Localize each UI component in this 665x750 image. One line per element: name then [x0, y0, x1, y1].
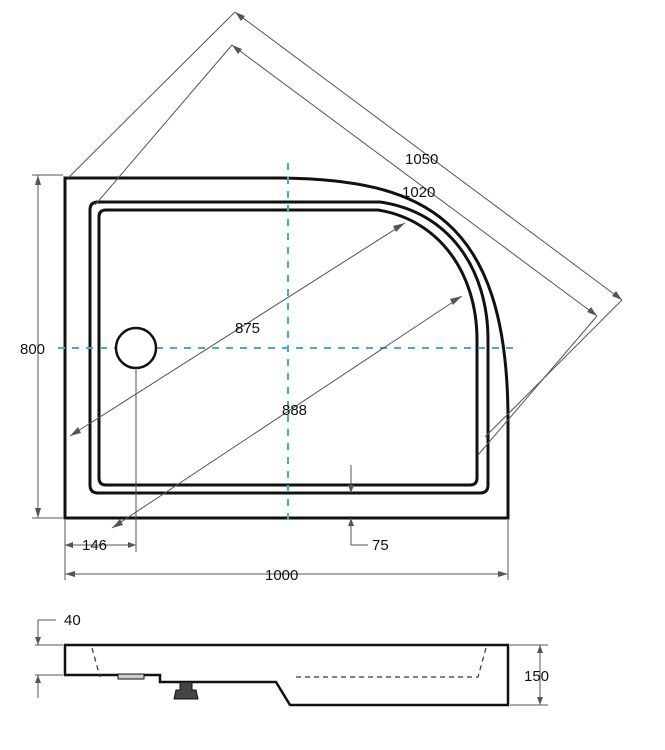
rim-width-arrowhead-bottom [348, 518, 354, 526]
label-40: 40 [64, 612, 81, 629]
diag-1020-dim-line [231, 44, 598, 317]
label-146: 146 [82, 537, 107, 554]
tray-rim-outline [88, 200, 490, 495]
rim-height-arrow-bottom [35, 675, 41, 683]
depth-arrow-top [35, 175, 41, 185]
plan-view: 1050 1020 875 888 800 146 75 1000 [20, 11, 623, 584]
diag-1050-arrow-a [235, 12, 245, 21]
height-arrow-top [537, 645, 543, 653]
radius-888-arrow-head [112, 519, 123, 528]
diag-1020-ext-left [94, 44, 233, 206]
diag-1050-arrow-b [612, 291, 622, 300]
diag-1050-ext-left [67, 11, 236, 179]
width-arrow-left [65, 571, 75, 577]
radius-875-dim-line [69, 222, 406, 437]
side-hidden-basin [91, 647, 487, 678]
radius-875-arrow-head [70, 427, 81, 436]
label-875: 875 [235, 320, 260, 337]
drain-offset-arrow-left [65, 542, 73, 548]
diag-1050-dim-line [234, 11, 623, 301]
height-arrow-bottom [537, 697, 543, 705]
drain-trap [173, 681, 199, 700]
label-1000: 1000 [265, 567, 298, 584]
diag-1020-arrow-a [232, 45, 242, 54]
drain-circle [114, 326, 158, 370]
label-1050: 1050 [405, 151, 438, 168]
drain-body [117, 673, 145, 680]
label-1020: 1020 [402, 184, 435, 201]
drain-offset-arrow-right [128, 542, 136, 548]
radius-875-arrow-tail [393, 223, 405, 232]
diag-1020-arrow-b [587, 307, 597, 316]
label-888: 888 [282, 402, 307, 419]
depth-arrow-bottom [35, 508, 41, 518]
radius-888-arrow-tail [450, 296, 462, 305]
label-800: 800 [20, 341, 45, 358]
width-arrow-right [498, 571, 508, 577]
diag-1050-ext-right [484, 299, 623, 438]
tray-basin-outline [97, 208, 479, 487]
side-view: 40 150 [35, 612, 549, 707]
radius-888-dim-line [111, 295, 463, 529]
side-profile-outline [63, 643, 510, 707]
label-75: 75 [372, 537, 389, 554]
diag-1020-ext-right [477, 315, 598, 456]
rim-height-arrow-top [35, 637, 41, 645]
rim-width-arrowhead-top [348, 485, 354, 493]
label-150: 150 [524, 668, 549, 685]
